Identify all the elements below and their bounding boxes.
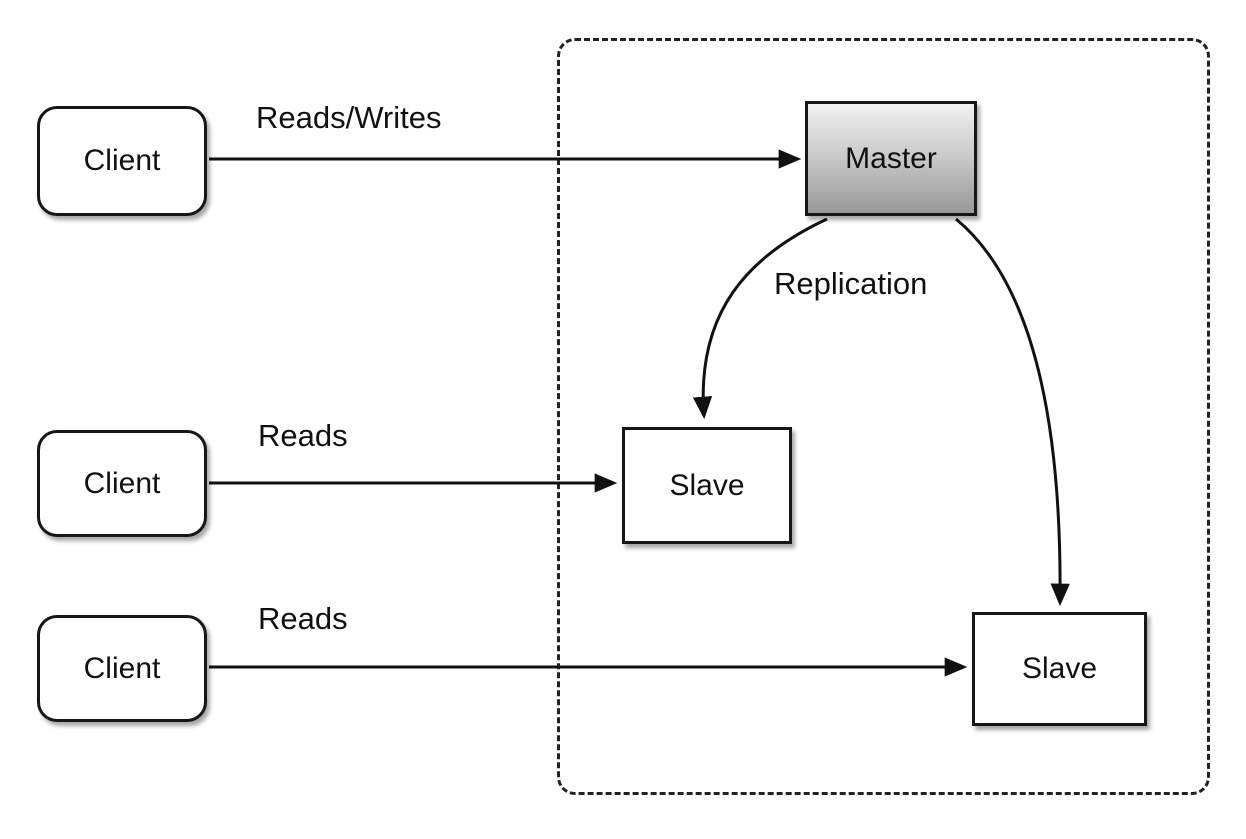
edge-label-replication: Replication xyxy=(774,266,928,301)
slave-node-1: Slave xyxy=(622,427,792,544)
client-node-2: Client xyxy=(37,430,207,537)
slave-node-2: Slave xyxy=(972,612,1147,726)
client-node-3: Client xyxy=(37,615,207,722)
client-2-label: Client xyxy=(83,466,161,500)
client-node-1: Client xyxy=(37,106,207,216)
slave-2-label: Slave xyxy=(1021,652,1098,685)
edge-label-reads-top: Reads xyxy=(258,418,348,453)
replica-set-boundary xyxy=(557,38,1210,795)
master-node: Master xyxy=(805,101,977,216)
edge-label-reads-writes: Reads/Writes xyxy=(256,100,442,135)
client-3-label: Client xyxy=(83,651,161,685)
master-label: Master xyxy=(845,141,937,175)
slave-1-label: Slave xyxy=(669,468,745,502)
arrow-master-to-slave1 xyxy=(692,217,828,420)
client-1-label: Client xyxy=(83,144,161,177)
arrow-master-to-slave2 xyxy=(955,217,1070,607)
edge-label-reads-bottom: Reads xyxy=(258,601,348,636)
